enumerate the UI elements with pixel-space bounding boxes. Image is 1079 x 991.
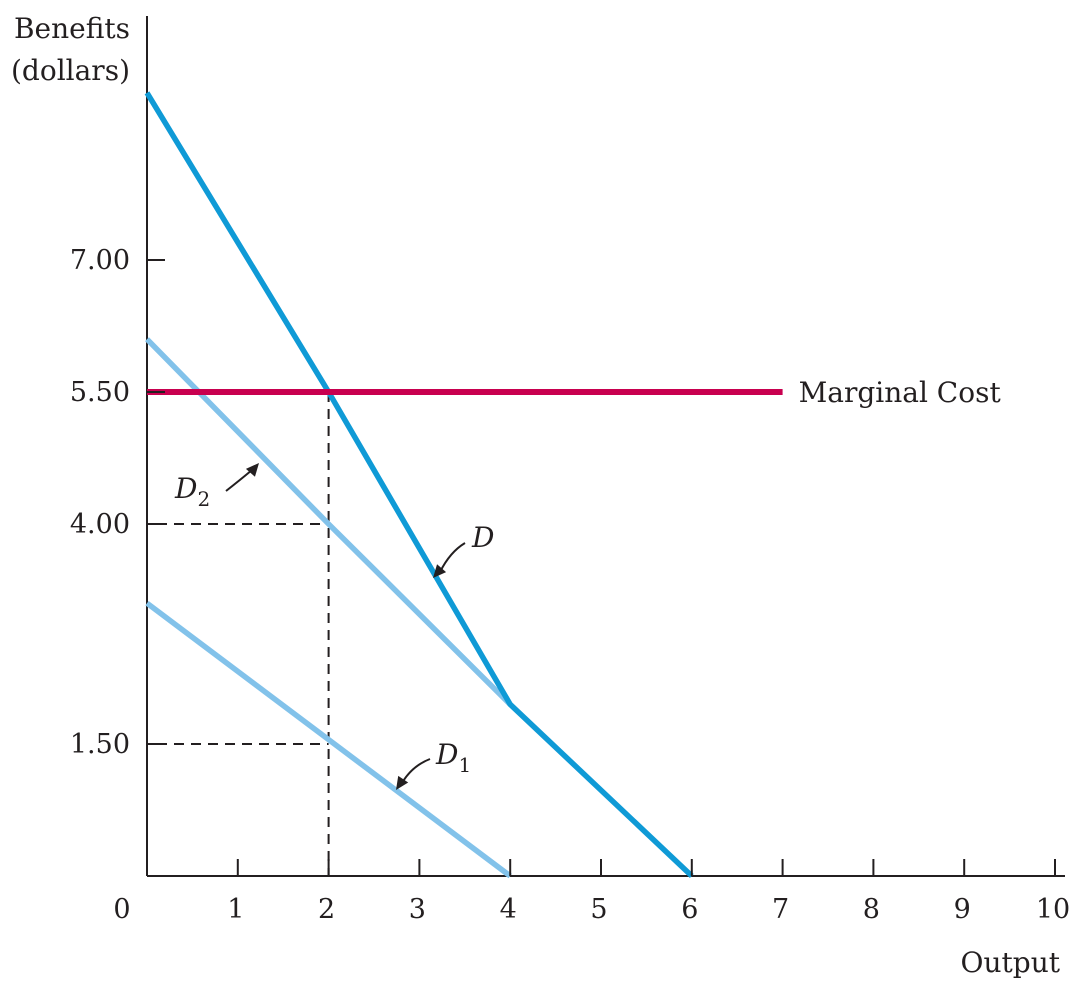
reference-lines — [157, 392, 330, 876]
demand-d2-label-sub: 2 — [197, 487, 210, 511]
ticks-layer: 0 1 2 3 4 5 6 7 8 9 10 1.50 4.00 5.50 7.00 — [70, 245, 1070, 925]
demand-d1-label-main: D — [435, 738, 458, 771]
demand-d-label: D — [471, 521, 494, 554]
demand-d2-label-main: D — [174, 472, 197, 505]
x-tick-label-6: 6 — [681, 894, 698, 925]
demand-d2-label: D2 — [174, 472, 210, 511]
series-line-d2 — [145, 337, 513, 707]
y-axis-title-line-2: (dollars) — [11, 54, 130, 87]
y-tick-label-5.50: 5.50 — [70, 377, 130, 408]
y-tick-label-1.50: 1.50 — [70, 729, 130, 760]
x-tick-label-2: 2 — [318, 894, 335, 925]
x-tick-label-1: 1 — [227, 894, 244, 925]
demand-d1-label: D1 — [435, 738, 471, 777]
x-tick-label-10: 10 — [1036, 894, 1070, 925]
axes — [146, 16, 1065, 877]
x-tick-label-3: 3 — [409, 894, 426, 925]
x-tick-label-4: 4 — [500, 894, 517, 925]
marginal-cost-label: Marginal Cost — [799, 376, 1002, 409]
x-tick-label-9: 9 — [954, 894, 971, 925]
d1-label-arrow-icon — [396, 758, 431, 790]
demand-d1-label-sub: 1 — [458, 753, 471, 777]
y-tick-label-4.00: 4.00 — [70, 509, 130, 540]
d-label-arrow-icon — [433, 542, 466, 578]
d2-label-arrow-icon — [225, 463, 259, 492]
series-line-d1 — [145, 601, 512, 879]
label-arrows — [225, 463, 466, 790]
demand-d-label-main: D — [471, 521, 494, 554]
x-tick-label-7: 7 — [772, 894, 789, 925]
y-tick-label-7.00: 7.00 — [70, 245, 130, 276]
series-line-d — [144, 91, 694, 878]
series-layer — [144, 91, 783, 879]
x-tick-label-8: 8 — [863, 894, 880, 925]
y-axis-title-line-1: Benefits — [14, 12, 130, 45]
x-axis-title: Output — [961, 946, 1061, 979]
x-tick-label-5: 5 — [590, 894, 607, 925]
x-tick-label-0: 0 — [113, 894, 130, 925]
